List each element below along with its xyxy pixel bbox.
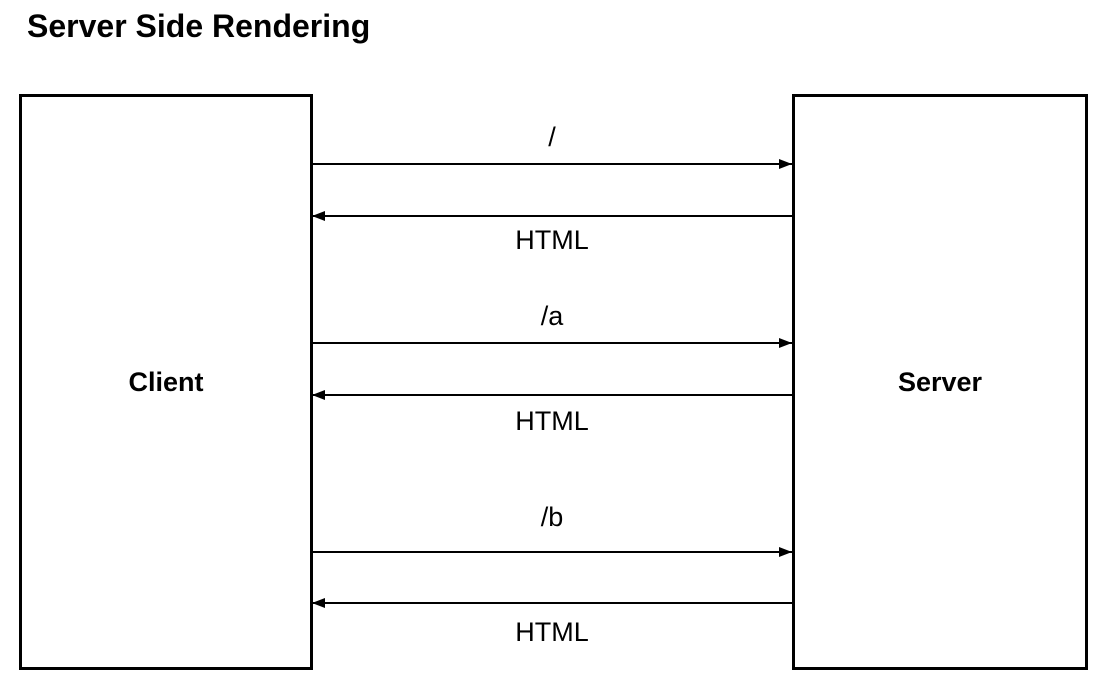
response-label-3: HTML [515,617,589,647]
arrowhead-right-icon [779,159,792,169]
arrowhead-left-icon [312,390,325,400]
client-box: Client [19,94,313,670]
server-label: Server [897,366,983,397]
response-arrow-1 [312,211,792,221]
request-label-3: /b [540,502,564,532]
arrowhead-left-icon [312,598,325,608]
response-arrow-3 [312,598,792,608]
request-arrow-3 [312,547,792,557]
page-title: Server Side Rendering [27,8,371,44]
request-label-2: /a [540,301,564,331]
arrowhead-right-icon [779,547,792,557]
response-label-2: HTML [515,406,589,436]
arrowhead-left-icon [312,211,325,221]
response-label-1: HTML [515,225,589,255]
server-box: Server [792,94,1088,670]
request-arrow-1 [312,159,792,169]
arrowhead-right-icon [779,338,792,348]
response-arrow-2 [312,390,792,400]
request-label-1: / [548,122,556,152]
client-label: Client [128,366,204,397]
request-arrow-2 [312,338,792,348]
